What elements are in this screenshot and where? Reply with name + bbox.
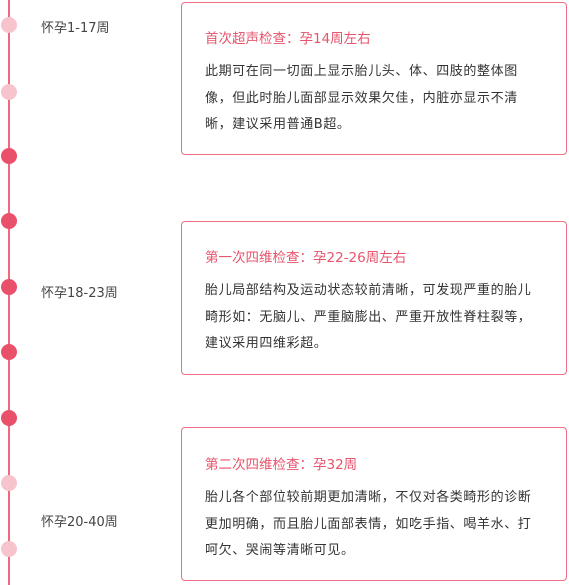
card-title: 第一次四维检查：孕22-26周左右 — [205, 249, 542, 267]
card-title: 第二次四维检查：孕32周 — [205, 456, 542, 474]
exam-card-first-ultrasound: 首次超声检查：孕14周左右 此期可在同一切面上显示胎儿头、体、四肢的整体图像，但… — [181, 2, 567, 155]
week-label-18-23: 怀孕18-23周 — [41, 285, 118, 303]
week-label-20-40: 怀孕20-40周 — [41, 514, 118, 532]
card-body: 此期可在同一切面上显示胎儿头、体、四肢的整体图像，但此时胎儿面部显示效果欠佳，内… — [205, 59, 542, 139]
timeline-dot — [1, 410, 17, 426]
week-label-1-17: 怀孕1-17周 — [41, 20, 110, 38]
timeline-dot — [1, 344, 17, 360]
timeline-dot — [1, 213, 17, 229]
timeline-dot — [1, 541, 17, 557]
timeline-dot — [1, 475, 17, 491]
timeline-dot — [1, 279, 17, 295]
exam-card-first-4d: 第一次四维检查：孕22-26周左右 胎儿局部结构及运动状态较前清晰，可发现严重的… — [181, 221, 567, 375]
card-body: 胎儿各个部位较前期更加清晰，不仅对各类畸形的诊断更加明确，而且胎儿面部表情，如吃… — [205, 485, 542, 565]
timeline-dot — [1, 17, 17, 33]
exam-card-second-4d: 第二次四维检查：孕32周 胎儿各个部位较前期更加清晰，不仅对各类畸形的诊断更加明… — [181, 427, 567, 581]
timeline-dot — [1, 84, 17, 100]
card-body: 胎儿局部结构及运动状态较前清晰，可发现严重的胎儿畸形如：无脑儿、严重脑膨出、严重… — [205, 278, 542, 358]
timeline-dot — [1, 148, 17, 164]
card-title: 首次超声检查：孕14周左右 — [205, 30, 542, 48]
